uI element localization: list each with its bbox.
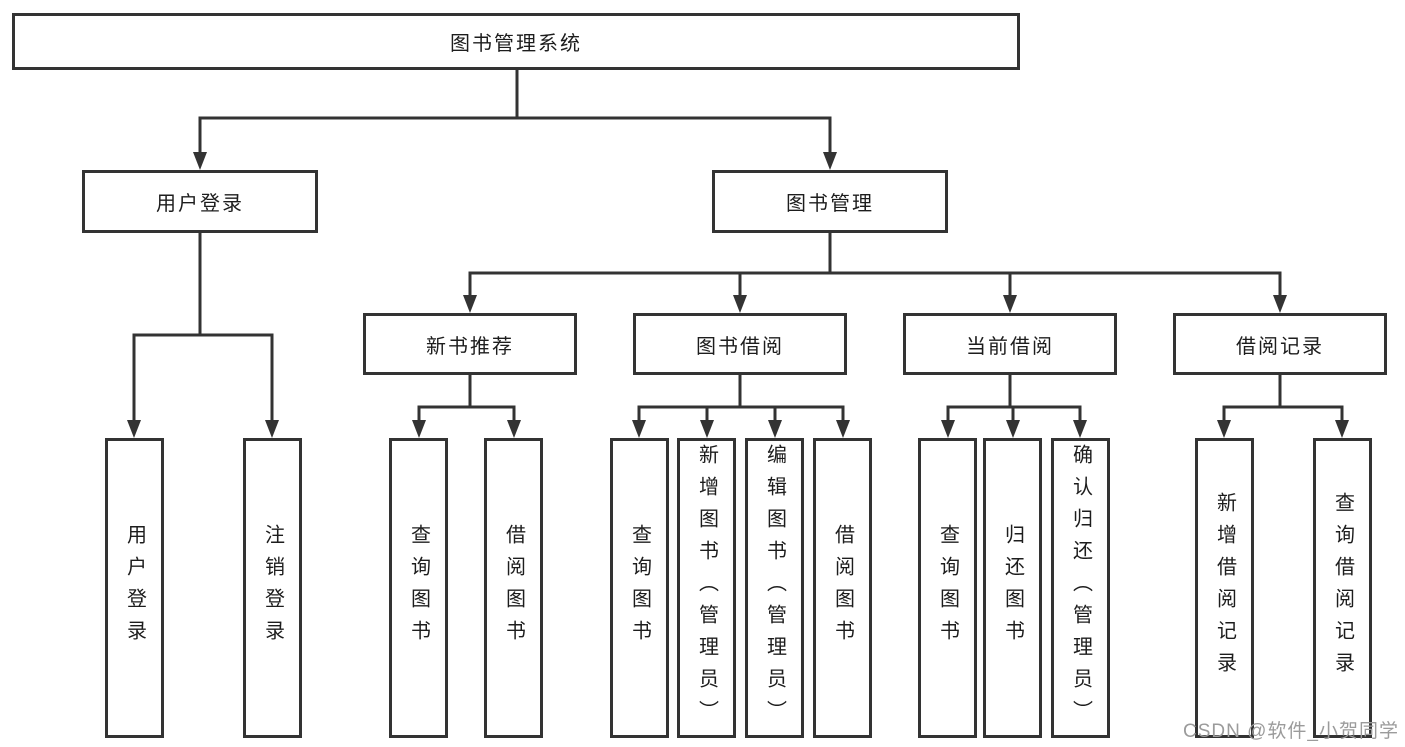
- node-label: 用户登录: [123, 524, 146, 652]
- node-label: 查询借阅记录: [1331, 492, 1354, 684]
- leaf-add-books-admin: 新增图书（管理员）: [677, 438, 736, 738]
- node-book-management: 图书管理: [712, 170, 948, 233]
- node-label: 借阅记录: [1236, 335, 1324, 358]
- node-root-library-system: 图书管理系统: [12, 13, 1020, 70]
- node-label: 归还图书: [1001, 524, 1024, 652]
- node-label: 查询图书: [628, 524, 651, 652]
- leaf-user-login: 用户登录: [105, 438, 164, 738]
- connector-new-book-recommend-children: [417, 374, 516, 423]
- node-label: 用户登录: [156, 193, 244, 215]
- node-label: 图书管理系统: [450, 33, 582, 55]
- arrow-down-icon: [1273, 295, 1287, 313]
- node-label: 确认归还（管理员）: [1069, 444, 1092, 732]
- node-user-login: 用户登录: [82, 170, 318, 233]
- arrow-down-icon: [463, 295, 477, 313]
- node-label: 借阅图书: [502, 524, 525, 652]
- arrow-down-icon: [733, 295, 747, 313]
- leaf-edit-books-admin: 编辑图书（管理员）: [745, 438, 804, 738]
- leaf-borrow-books-recommend: 借阅图书: [484, 438, 543, 738]
- arrow-down-icon: [941, 420, 955, 438]
- node-book-borrowing: 图书借阅: [633, 313, 847, 375]
- node-label: 新书推荐: [426, 335, 514, 358]
- node-label: 编辑图书（管理员）: [763, 444, 786, 732]
- leaf-add-borrow-record: 新增借阅记录: [1195, 438, 1254, 738]
- connector-root-to-level2: [198, 70, 832, 155]
- arrow-down-icon: [1335, 420, 1349, 438]
- leaf-query-books-current: 查询图书: [918, 438, 977, 738]
- node-label: 新增图书（管理员）: [695, 444, 718, 732]
- arrow-down-icon: [1003, 295, 1017, 313]
- connector-borrowing-records-children: [1222, 374, 1344, 423]
- arrow-down-icon: [265, 420, 279, 438]
- connector-user-login-children: [132, 232, 274, 423]
- leaf-logout: 注销登录: [243, 438, 302, 738]
- leaf-query-books-recommend: 查询图书: [389, 438, 448, 738]
- arrow-down-icon: [1006, 420, 1020, 438]
- node-label: 查询图书: [936, 524, 959, 652]
- arrow-down-icon: [823, 152, 837, 170]
- arrow-down-icon: [127, 420, 141, 438]
- leaf-query-books-borrowing: 查询图书: [610, 438, 669, 738]
- node-current-borrowing: 当前借阅: [903, 313, 1117, 375]
- node-new-book-recommend: 新书推荐: [363, 313, 577, 375]
- leaf-query-borrow-record: 查询借阅记录: [1313, 438, 1372, 738]
- arrow-down-icon: [193, 152, 207, 170]
- arrow-down-icon: [1217, 420, 1231, 438]
- connector-book-borrowing-children: [637, 374, 845, 423]
- node-label: 借阅图书: [831, 524, 854, 652]
- node-label: 新增借阅记录: [1213, 492, 1236, 684]
- node-label: 查询图书: [407, 524, 430, 652]
- arrow-down-icon: [836, 420, 850, 438]
- arrow-down-icon: [768, 420, 782, 438]
- node-label: 注销登录: [261, 524, 284, 652]
- arrow-down-icon: [700, 420, 714, 438]
- arrow-down-icon: [412, 420, 426, 438]
- node-label: 当前借阅: [966, 335, 1054, 358]
- leaf-borrow-books: 借阅图书: [813, 438, 872, 738]
- node-label: 图书管理: [786, 193, 874, 215]
- leaf-confirm-return-admin: 确认归还（管理员）: [1051, 438, 1110, 738]
- arrow-down-icon: [632, 420, 646, 438]
- arrow-down-icon: [507, 420, 521, 438]
- connector-book-management-children: [468, 232, 1282, 298]
- connector-current-borrowing-children: [946, 374, 1082, 423]
- node-borrowing-records: 借阅记录: [1173, 313, 1387, 375]
- node-label: 图书借阅: [696, 335, 784, 358]
- arrow-down-icon: [1073, 420, 1087, 438]
- csdn-watermark: CSDN @软件_小贺同学: [1183, 721, 1399, 742]
- leaf-return-books: 归还图书: [983, 438, 1042, 738]
